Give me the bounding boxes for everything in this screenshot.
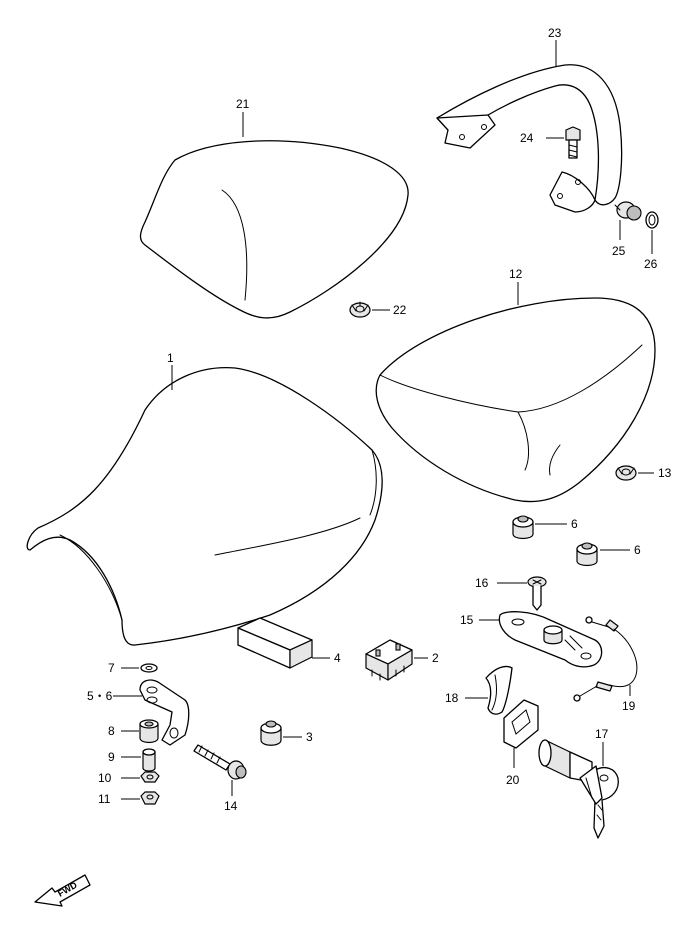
- callout-15: 15: [460, 613, 474, 627]
- part-6-cushion-a: [512, 515, 534, 540]
- part-26-washer: [645, 211, 659, 229]
- part-13-grommet: [615, 465, 637, 481]
- callout-20: 20: [506, 773, 520, 787]
- part-5-6-bracket: [139, 679, 190, 746]
- part-22-grommet: [349, 301, 371, 318]
- part-11-nut: [140, 791, 160, 805]
- callout-8: 8: [108, 724, 115, 738]
- part-10-nut: [140, 771, 160, 783]
- part-1-rider-seat: [26, 366, 383, 646]
- callout-17: 17: [595, 727, 609, 741]
- part-16-screw: [527, 576, 547, 611]
- part-23-grab-rail: [436, 64, 623, 213]
- callout-24: 24: [520, 131, 534, 145]
- callout-4: 4: [334, 651, 341, 665]
- part-14-bolt: [193, 744, 247, 780]
- callout-26: 26: [644, 257, 658, 271]
- part-17-lock-set: [538, 739, 619, 839]
- callout-25: 25: [612, 244, 626, 258]
- callout-19: 19: [622, 699, 636, 713]
- callout-14: 14: [224, 799, 238, 813]
- callout-22: 22: [393, 303, 407, 317]
- callout-10: 10: [98, 771, 112, 785]
- callout-1: 1: [167, 351, 174, 365]
- callout-11: 11: [98, 792, 111, 806]
- callout-21: 21: [236, 97, 250, 111]
- callout-23: 23: [548, 26, 562, 40]
- part-15-lock-base: [498, 611, 603, 668]
- callout-9: 9: [108, 750, 115, 764]
- callout-12: 12: [509, 267, 523, 281]
- part-19-lock-cable: [573, 616, 638, 702]
- fwd-arrow-icon: FWD: [34, 874, 91, 907]
- callout-5-6: 5・6: [87, 689, 113, 703]
- part-25-collar: [614, 201, 642, 221]
- part-24-bolt: [565, 126, 581, 159]
- callout-7: 7: [108, 661, 115, 675]
- part-7-washer: [140, 663, 158, 673]
- part-12-passenger-seat: [375, 297, 656, 503]
- callout-6a: 6: [571, 517, 578, 531]
- callout-16: 16: [475, 576, 489, 590]
- part-9-collar: [142, 748, 156, 772]
- part-18-lock-guard: [485, 665, 513, 715]
- part-21-seat-cowl: [139, 140, 409, 319]
- part-8-cushion: [139, 719, 159, 744]
- part-2-holder: [365, 639, 413, 681]
- part-4-pad: [237, 617, 313, 669]
- callout-18: 18: [445, 691, 459, 705]
- part-3-cushion: [260, 720, 282, 746]
- callout-13: 13: [658, 466, 672, 480]
- part-6-cushion-b: [576, 542, 598, 567]
- callout-3: 3: [306, 730, 313, 744]
- part-20-lock-plate: [503, 699, 539, 749]
- callout-6b: 6: [634, 543, 641, 557]
- callout-2: 2: [432, 651, 439, 665]
